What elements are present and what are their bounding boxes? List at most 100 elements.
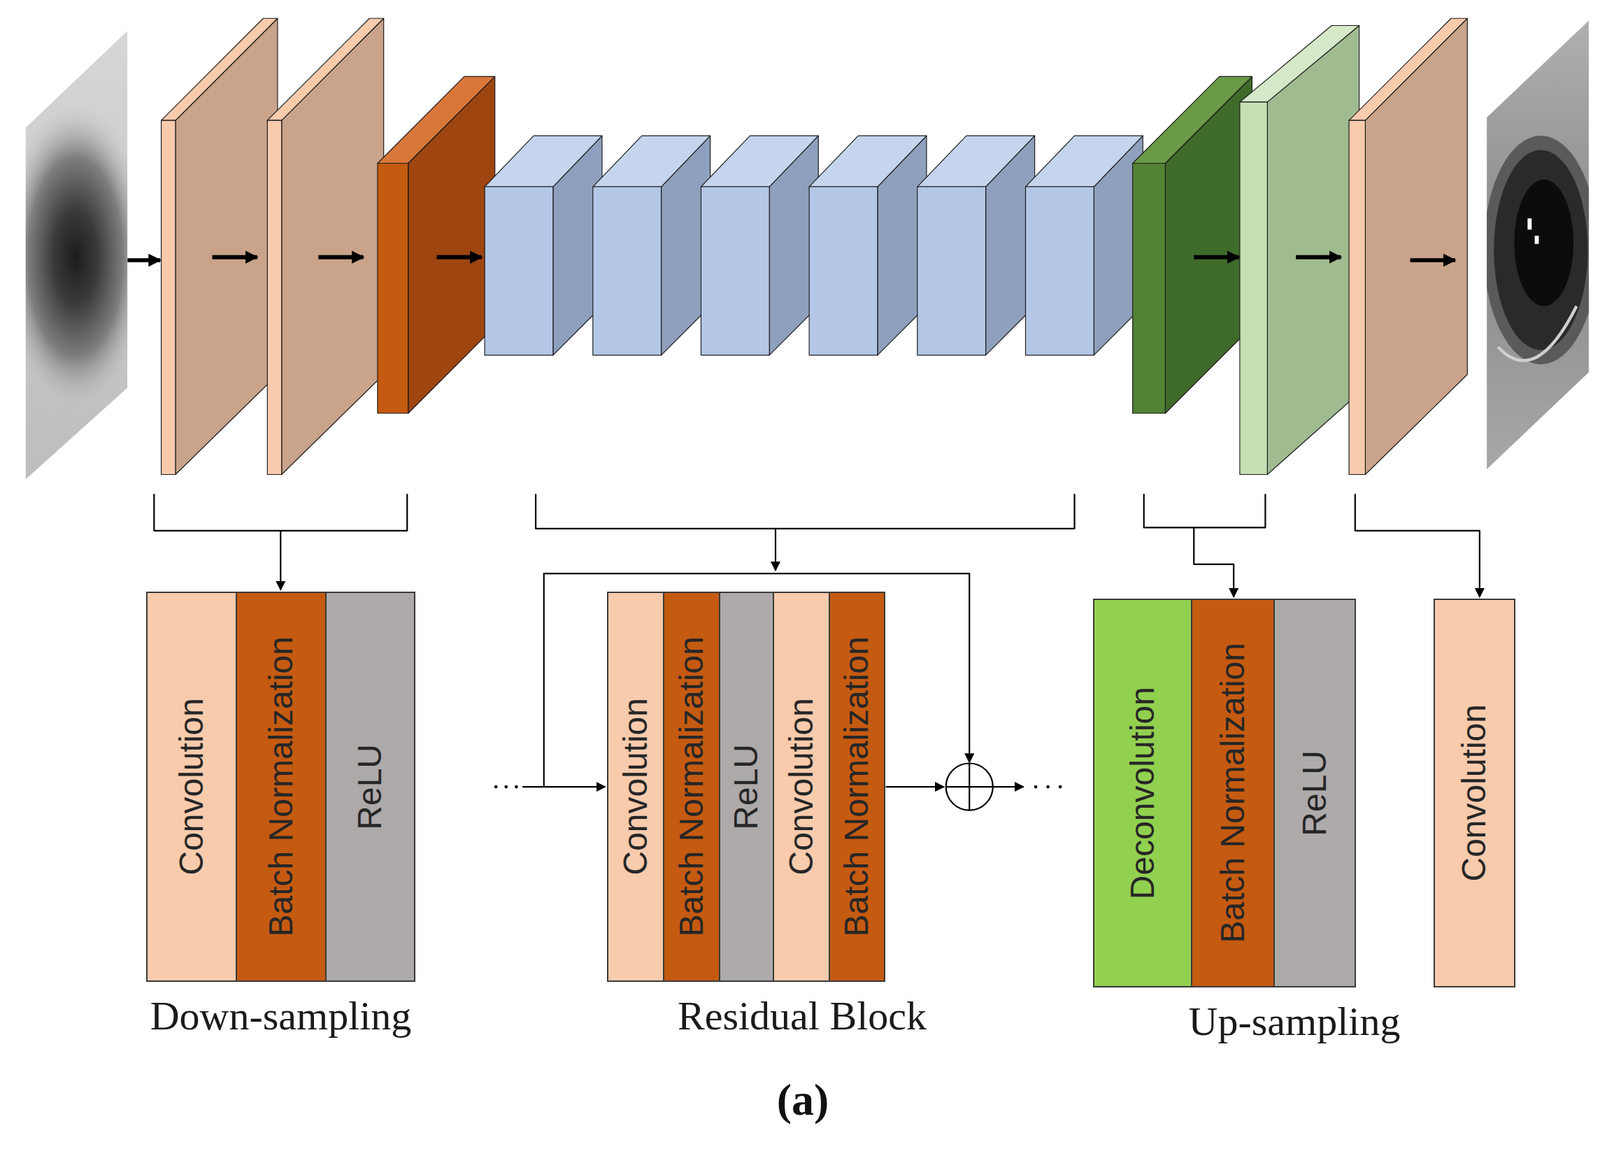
dot bbox=[1034, 785, 1038, 789]
slab-front bbox=[1348, 120, 1366, 475]
deconv-slab bbox=[1239, 25, 1360, 475]
conv-slab bbox=[267, 18, 384, 475]
layer-name: Batch Normalization bbox=[262, 636, 300, 938]
cube-front bbox=[809, 186, 878, 356]
leader-arrow bbox=[1193, 527, 1234, 597]
eye-highlight bbox=[1534, 235, 1540, 245]
output-image bbox=[1483, 20, 1598, 470]
group-bracket bbox=[535, 493, 1075, 529]
input-arrow bbox=[522, 786, 605, 788]
dot bbox=[514, 785, 519, 789]
relu-layer: ReLU bbox=[325, 591, 416, 982]
batchnorm-layer: Batch Normalization bbox=[1190, 598, 1275, 988]
flow-arrow bbox=[1193, 255, 1239, 260]
relu-layer: ReLU bbox=[718, 591, 775, 982]
conv-layer: Convolution bbox=[1433, 598, 1516, 988]
dot bbox=[494, 785, 498, 789]
cube-front bbox=[593, 186, 662, 356]
sum-cross bbox=[968, 762, 970, 810]
deconv-layer: Deconvolution bbox=[1093, 598, 1193, 988]
batchnorm-layer: Batch Normalization bbox=[235, 591, 327, 982]
layer-name: Deconvolution bbox=[1124, 686, 1162, 900]
conv-layer: Convolution bbox=[772, 591, 831, 982]
leader-arrow bbox=[279, 530, 282, 591]
slab-top bbox=[1132, 76, 1253, 163]
block-group: Residual BlockConvolutionBatch Normaliza… bbox=[606, 591, 886, 982]
cube-front bbox=[700, 186, 770, 356]
block-title: Up-sampling bbox=[1188, 997, 1401, 1047]
group-bracket bbox=[153, 493, 407, 531]
flow-arrow bbox=[1410, 258, 1456, 263]
slab-front bbox=[1132, 162, 1166, 414]
slab-top bbox=[377, 76, 496, 163]
slab-front bbox=[1239, 102, 1268, 475]
block-group: Up-samplingDeconvolutionBatch Normalizat… bbox=[1093, 598, 1356, 988]
slab-top bbox=[1239, 25, 1360, 102]
group-bracket bbox=[1144, 493, 1266, 528]
layer-name: ReLU bbox=[351, 744, 389, 831]
sum-arrow bbox=[886, 786, 945, 788]
slab-side bbox=[1267, 25, 1359, 475]
leader-arrow bbox=[774, 528, 777, 571]
batchnorm-slab bbox=[377, 76, 496, 414]
conv-layer: Convolution bbox=[146, 591, 238, 982]
output-image-frame bbox=[1486, 20, 1589, 470]
layer-name: Batch Normalization bbox=[673, 636, 711, 938]
layer-name: Convolution bbox=[1455, 704, 1494, 882]
cube-front bbox=[1025, 186, 1094, 356]
leader-arrow bbox=[1355, 493, 1480, 597]
dot bbox=[504, 785, 508, 789]
layer-name: Batch Normalization bbox=[1214, 642, 1252, 944]
cube-top bbox=[809, 135, 927, 187]
eye-highlight bbox=[1527, 218, 1532, 230]
block-title: Down-sampling bbox=[150, 991, 412, 1041]
skin-line bbox=[1497, 306, 1577, 361]
slab-top bbox=[267, 18, 384, 121]
slab-top bbox=[1348, 18, 1468, 121]
eye-iris bbox=[1513, 179, 1574, 307]
layer-name: Batch Normalization bbox=[838, 636, 876, 938]
cube-top bbox=[484, 135, 603, 187]
slab-side bbox=[281, 18, 384, 475]
cube-top bbox=[1025, 135, 1143, 187]
cube-front bbox=[484, 186, 554, 356]
cube-front bbox=[917, 186, 987, 356]
batchnorm-layer: Batch Normalization bbox=[828, 591, 886, 982]
eyelid-shadow bbox=[1483, 135, 1598, 365]
cube-top bbox=[593, 135, 711, 187]
output-arrow bbox=[993, 786, 1024, 788]
flow-arrow bbox=[1295, 255, 1341, 260]
eye-shape bbox=[1493, 150, 1588, 351]
subfigure-label: (a) bbox=[776, 1075, 830, 1125]
layer-name: Convolution bbox=[783, 697, 821, 876]
residual-cubes bbox=[484, 135, 1143, 356]
input-image bbox=[2, 30, 149, 480]
flow-arrow bbox=[127, 258, 161, 263]
block-group: Down-samplingConvolutionBatch Normalizat… bbox=[146, 591, 416, 982]
cube-top bbox=[700, 135, 819, 187]
batchnorm-layer: Batch Normalization bbox=[662, 591, 721, 982]
dot bbox=[1058, 785, 1063, 789]
layer-name: ReLU bbox=[1296, 750, 1334, 837]
layer-name: Convolution bbox=[617, 697, 655, 876]
slab-front bbox=[161, 120, 176, 475]
slab-front bbox=[377, 162, 409, 414]
slab-top bbox=[161, 18, 278, 121]
slab-side bbox=[175, 18, 278, 475]
conv-slab bbox=[161, 18, 278, 475]
sum-symbol bbox=[946, 762, 994, 810]
conv-layer: Convolution bbox=[606, 591, 665, 982]
dot bbox=[1046, 785, 1050, 789]
conv-slab bbox=[1348, 18, 1468, 475]
slab-side bbox=[1365, 18, 1468, 475]
slab-front bbox=[267, 120, 282, 475]
block-title: Residual Block bbox=[677, 991, 927, 1041]
flow-arrow bbox=[437, 255, 482, 260]
layer-name: ReLU bbox=[727, 744, 766, 831]
deconv-slab bbox=[1132, 76, 1253, 414]
flow-arrow bbox=[212, 255, 258, 260]
cube-top bbox=[917, 135, 1035, 187]
relu-layer: ReLU bbox=[1273, 598, 1356, 988]
blurred-eye bbox=[2, 104, 149, 411]
brackets bbox=[153, 493, 1480, 597]
